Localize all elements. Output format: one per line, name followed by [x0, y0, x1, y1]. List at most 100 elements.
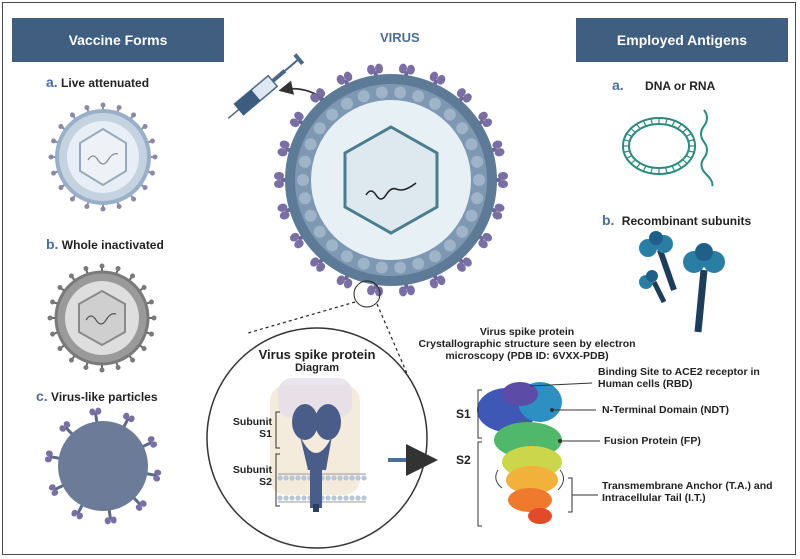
antigen-item-a-letter: a. [612, 77, 624, 93]
capsid-bead [298, 155, 311, 168]
capsid-bead [297, 174, 309, 186]
membrane-lipid [295, 475, 301, 481]
employed-antigens-title: Employed Antigens [616, 32, 748, 48]
capsid-bead [412, 257, 425, 270]
dna-rung [688, 139, 695, 142]
spike-diagram-title: Virus spike protein [258, 347, 376, 362]
membrane-lipid [301, 475, 307, 481]
dna-rung [626, 155, 633, 159]
capsid-bead [313, 225, 326, 238]
membrane-lipid [277, 475, 283, 481]
capsid-bead [443, 108, 456, 121]
capsid-bead [298, 192, 311, 205]
membrane-lipid [355, 475, 361, 481]
capsid-bead [341, 97, 353, 110]
capsid-bead [456, 225, 469, 238]
dna-circle-icon [622, 117, 696, 175]
subunit-s1-label: Subunit S1 [226, 416, 272, 440]
subunit-s2-label: Subunit S2 [226, 464, 272, 488]
capsid-bead [394, 261, 407, 274]
fp-annotation: Fusion Protein (FP) [604, 435, 701, 447]
virus-title: VIRUS [380, 30, 420, 45]
membrane-lipid [361, 475, 367, 481]
dna-rung [665, 167, 668, 174]
crystal-heading-line1: Virus spike protein [479, 326, 575, 338]
dna-rung [642, 120, 647, 127]
membrane-lipid [349, 475, 355, 481]
antigen-item-a-label: DNA or RNA [645, 79, 716, 93]
dna-rung [636, 162, 641, 169]
dna-rung [685, 133, 692, 137]
membrane-lipid [343, 475, 349, 481]
membrane-lipid [283, 495, 289, 501]
antigen-item-a: a. DNA or RNA [612, 77, 715, 93]
dna-rung [623, 139, 630, 142]
capsid-bead [304, 209, 317, 222]
spike-protein-icon [270, 378, 367, 512]
virus-like-particle-icon [44, 407, 162, 525]
rbd-annotation: Binding Site to ACE2 receptor in Human c… [598, 366, 760, 390]
capsid-bead [443, 239, 456, 252]
dna-rung [685, 155, 692, 159]
capsid-bead [412, 90, 425, 103]
dna-rung [677, 123, 682, 130]
dna-rung [636, 123, 641, 130]
membrane-lipid [325, 495, 331, 501]
capsid-bead [341, 250, 353, 263]
antigen-item-b-letter: b. [602, 212, 615, 228]
zoom-highlight-circle [353, 280, 381, 308]
dna-rung [671, 120, 676, 127]
capsid-bead [304, 138, 317, 151]
vaccine-forms-header: Vaccine Forms [12, 18, 224, 62]
vaccine-item-c-letter: c. [36, 388, 48, 404]
syringe-icon [227, 53, 305, 119]
dna-rung [665, 118, 668, 125]
ta-it-annotation-line1: Transmembrane Anchor (T.A.) and [602, 480, 773, 492]
rbd-annotation-line2: Human cells (RBD) [598, 378, 693, 390]
ndt-annotation: N-Terminal Domain (NDT) [602, 404, 729, 416]
antigen-item-b-label: Recombinant subunits [621, 214, 752, 228]
crystal-heading-line3: microscopy (PDB ID: 6VXX-PDB) [445, 350, 609, 362]
capsid-bead [429, 97, 441, 110]
dna-rung [650, 167, 653, 174]
zoom-line-left [247, 301, 356, 334]
ta-it-bracket [568, 477, 573, 513]
vaccine-item-b: b. Whole inactivated [46, 236, 164, 252]
membrane-lipid [343, 495, 349, 501]
s2-bracket [477, 441, 482, 527]
zoom-line-right [376, 303, 413, 386]
membrane-lipid [295, 495, 301, 501]
rna-strand-icon [700, 109, 714, 187]
membrane-lipid [283, 475, 289, 481]
capsid-bead [357, 257, 370, 270]
capsid-bead [473, 174, 485, 186]
crystal-heading-line2: Crystallographic structure seen by elect… [418, 338, 636, 350]
vaccine-item-a-letter: a. [46, 74, 58, 90]
whole-inactivated-virus-icon [47, 263, 157, 373]
crystal-s2-label: S2 [456, 453, 471, 467]
membrane-lipid [361, 495, 367, 501]
dna-rung [688, 150, 695, 153]
membrane-lipid [355, 495, 361, 501]
membrane-lipid [331, 495, 337, 501]
membrane-lipid [289, 495, 295, 501]
ta-it-annotation: Transmembrane Anchor (T.A.) and Intracel… [602, 480, 773, 504]
membrane-lipid [277, 495, 283, 501]
capsid-bead [357, 90, 370, 103]
vaccine-item-c-label: Virus-like particles [51, 390, 158, 404]
crystal-structure-icon [477, 382, 564, 524]
vaccine-item-a: a. Live attenuated [46, 74, 149, 90]
capsid-bead [394, 86, 407, 99]
capsid-bead [326, 108, 339, 121]
subunit-s2-bracket [275, 453, 280, 507]
rbd-pointer [529, 382, 593, 387]
membrane-lipid [301, 495, 307, 501]
dna-rung [642, 165, 647, 172]
membrane-lipid [331, 475, 337, 481]
capsid-bead [465, 209, 478, 222]
employed-antigens-header: Employed Antigens [576, 18, 788, 62]
s1-bracket [477, 389, 482, 439]
ta-it-annotation-line2: Intracellular Tail (I.T.) [602, 492, 706, 504]
